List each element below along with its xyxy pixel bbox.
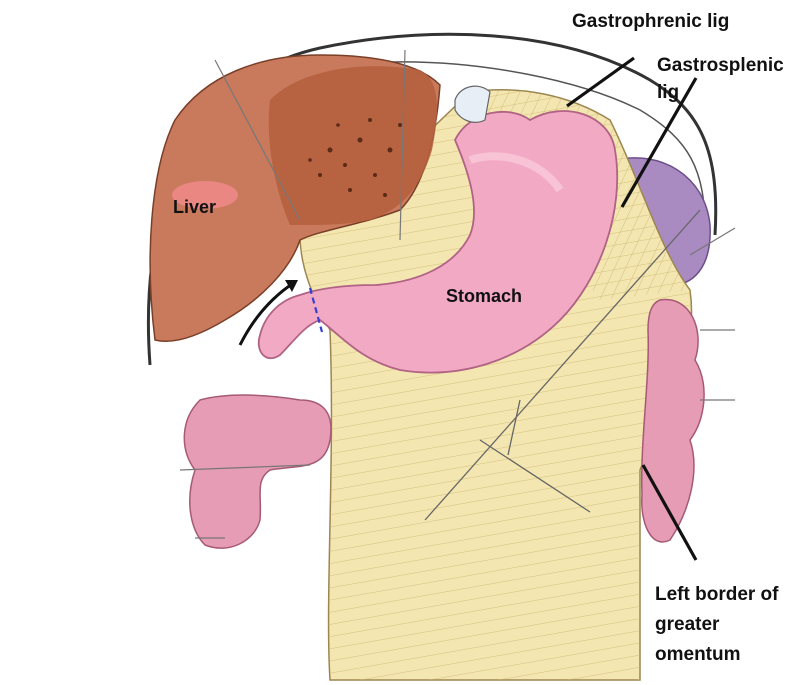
omentum-lines — [424, 209, 701, 521]
left-border-label-1: Left border of — [655, 584, 779, 605]
leader-lines — [566, 56, 698, 561]
unlabeled-leaders — [179, 49, 736, 539]
gastrosplenic-label-1: Gastrosplenic — [657, 55, 784, 76]
intestine-right — [640, 298, 705, 543]
liver-dark-lobe — [268, 66, 437, 226]
gastrosplenic-label-2: lig — [657, 82, 680, 103]
stomach-label: Stomach — [446, 286, 523, 306]
esophagus — [454, 85, 491, 123]
gastrophrenic-label: Gastrophrenic lig — [572, 11, 730, 32]
stomach — [257, 110, 619, 374]
intestine-left — [183, 394, 332, 549]
left-border-label-2: greater — [655, 614, 720, 635]
pylorus-marker — [308, 287, 324, 333]
liver-spots — [308, 118, 402, 197]
liver-label-mark — [172, 181, 238, 209]
liver-label: Liver — [173, 197, 217, 217]
left-border-label-3: omentum — [655, 644, 741, 665]
